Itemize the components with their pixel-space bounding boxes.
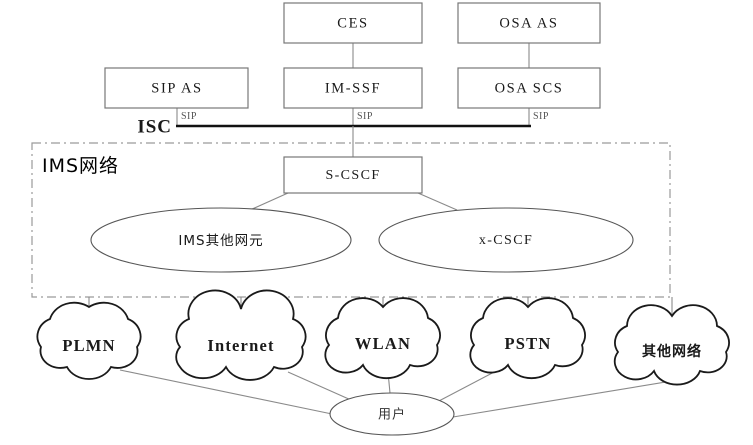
ims-network-label: IMS网络 <box>42 155 119 177</box>
connector-user-plmn <box>119 369 333 415</box>
node-ces[interactable]: CES <box>283 2 423 44</box>
node-osa-scs[interactable]: OSA SCS <box>457 67 601 109</box>
node-plmn[interactable]: PLMN <box>36 301 142 380</box>
node-user[interactable]: 用户 <box>329 392 455 436</box>
node-osa-as-label: OSA AS <box>499 15 558 31</box>
node-osa-as[interactable]: OSA AS <box>457 2 601 44</box>
node-plmn-label: PLMN <box>62 336 115 355</box>
node-pstn[interactable]: PSTN <box>469 297 586 380</box>
node-wlan[interactable]: WLAN <box>324 297 441 380</box>
node-im-ssf[interactable]: IM-SSF <box>283 67 423 109</box>
node-other-network[interactable]: 其他网络 <box>613 304 730 386</box>
node-internet[interactable]: Internet <box>175 289 307 381</box>
node-other-network-label: 其他网络 <box>642 343 702 360</box>
node-s-cscf-label: S-CSCF <box>325 168 380 183</box>
sip-label-left: SIP <box>181 111 197 122</box>
node-internet-label: Internet <box>207 336 274 355</box>
node-sip-as[interactable]: SIP AS <box>104 67 249 109</box>
node-pstn-label: PSTN <box>505 334 552 353</box>
sip-label-middle: SIP <box>357 111 373 122</box>
connector-user-pstn <box>436 369 499 403</box>
node-s-cscf[interactable]: S-CSCF <box>283 156 423 194</box>
connector-scscf-xcscf <box>417 192 458 211</box>
node-osa-scs-label: OSA SCS <box>495 80 564 96</box>
connector-user-internet <box>287 371 352 401</box>
sip-label-right: SIP <box>533 111 549 122</box>
node-user-label: 用户 <box>378 407 406 423</box>
connector-user-othernetwork <box>452 377 691 418</box>
node-im-ssf-label: IM-SSF <box>325 80 381 96</box>
node-sip-as-label: SIP AS <box>151 80 202 96</box>
connector-scscf-imsother <box>249 192 289 211</box>
ims-network-region <box>31 142 671 298</box>
node-ces-label: CES <box>337 15 368 31</box>
node-ims-other-ne[interactable]: IMS其他网元 <box>90 207 352 273</box>
node-wlan-label: WLAN <box>355 334 411 353</box>
node-ims-other-ne-label: IMS其他网元 <box>178 233 263 249</box>
node-x-cscf-label: x-CSCF <box>479 233 533 248</box>
node-x-cscf[interactable]: x-CSCF <box>378 207 634 273</box>
isc-label: ISC <box>137 116 172 137</box>
